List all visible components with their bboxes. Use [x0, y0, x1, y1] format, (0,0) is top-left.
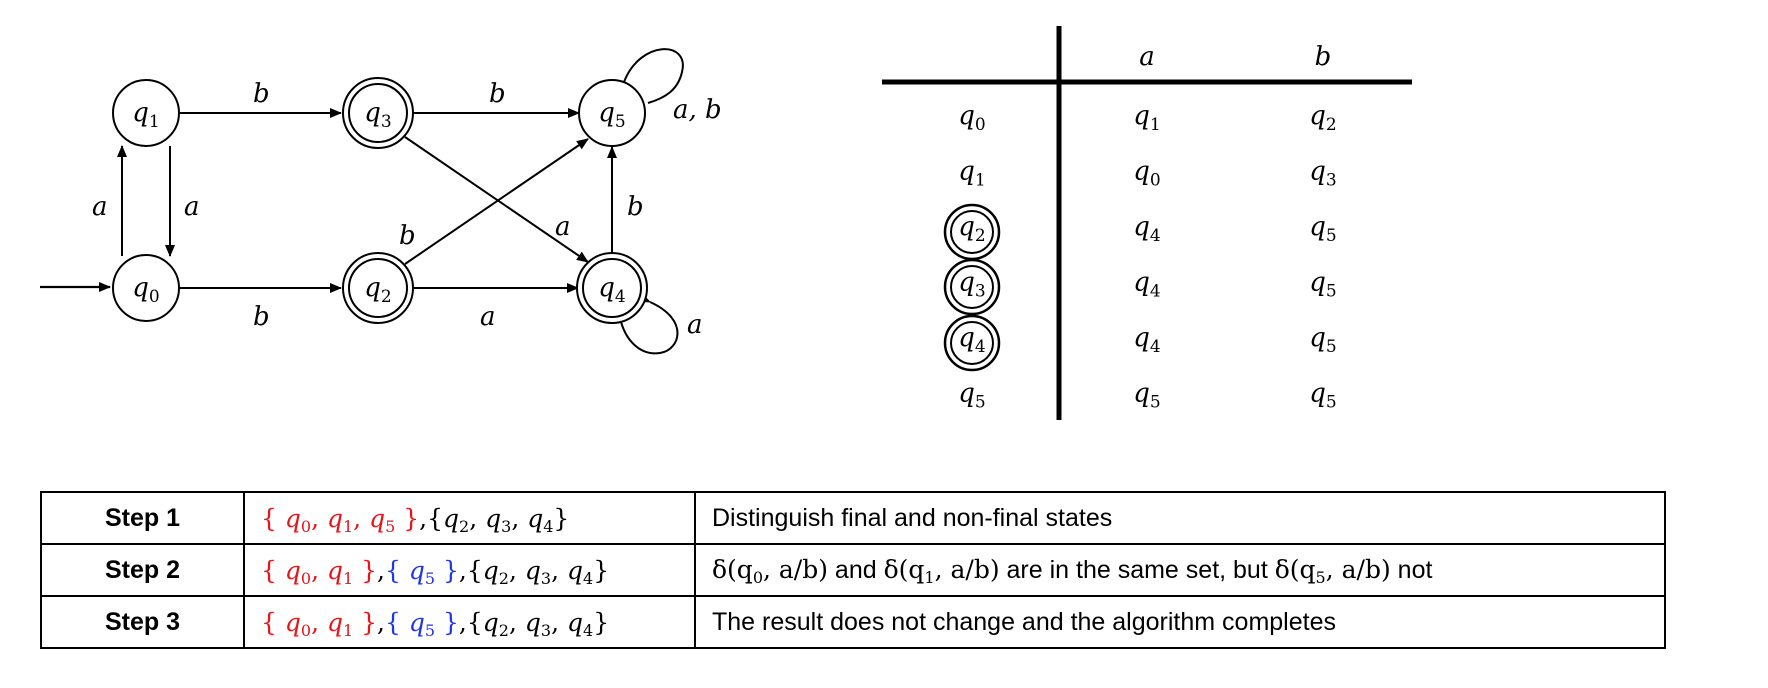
final-marker-q4: [943, 314, 1001, 372]
label-q0-q2: b: [253, 302, 270, 332]
step-description: δ(q0, a/b) and δ(q1, a/b) are in the sam…: [694, 543, 1666, 597]
step-name: Step 3: [40, 595, 245, 649]
label-q0-q1: a: [92, 192, 108, 222]
edge-q3-q4: [404, 136, 589, 263]
state-q3-final: q3: [342, 77, 414, 149]
table-cell-state: q4: [958, 323, 985, 357]
table-cell-a: q5: [1133, 379, 1160, 413]
transition-rows: q0 q1 q2 q1 q0 q3 q2 q4 q5 q3 q4 q5 q4 q4 q5 q5 q5 q5: [958, 101, 1336, 413]
label-q2-q5: b: [399, 221, 416, 251]
svg-text:q0: q0: [132, 273, 159, 307]
table-cell-a: q1: [1133, 101, 1160, 135]
table-cell-a: q4: [1133, 212, 1160, 246]
table-cell-b: q5: [1309, 379, 1336, 413]
svg-text:q4: q4: [598, 273, 625, 307]
delta-q5: δ(q5, a/b): [1274, 555, 1391, 587]
label-q3-q5: b: [489, 79, 506, 109]
table-header-a: a: [1139, 42, 1155, 72]
state-q1: q1: [112, 79, 180, 147]
delta-q1: δ(q1, a/b): [883, 555, 1000, 587]
table-cell-b: q5: [1309, 268, 1336, 302]
step-description: Distinguish final and non-final states: [694, 491, 1666, 545]
step-name: Step 1: [40, 491, 245, 545]
svg-text:q2: q2: [364, 273, 391, 307]
step-description: The result does not change and the algor…: [694, 595, 1666, 649]
table-cell-b: q3: [1309, 157, 1336, 191]
table-cell-a: q4: [1133, 268, 1160, 302]
table-row: Step 2 { q0, q1 },{ q5 },{q2, q3, q4} δ(…: [40, 543, 1666, 597]
minimization-steps-table: Step 1 { q0, q1, q5 },{q2, q3, q4} Disti…: [40, 491, 1666, 649]
step-partition: { q0, q1, q5 },{q2, q3, q4}: [243, 491, 696, 545]
step-name: Step 2: [40, 543, 245, 597]
table-header-b: b: [1315, 42, 1332, 72]
loop-q4: [619, 292, 679, 355]
step-partition: { q0, q1 },{ q5 },{q2, q3, q4}: [243, 543, 696, 597]
label-loop-q5: a, b: [673, 95, 720, 125]
table-cell-a: q0: [1133, 157, 1160, 191]
table-cell-a: q4: [1133, 323, 1160, 357]
state-q2-final: q2: [342, 252, 414, 324]
table-cell-b: q2: [1309, 101, 1336, 135]
label-q1-q3: b: [253, 79, 270, 109]
table-row: Step 1 { q0, q1, q5 },{q2, q3, q4} Disti…: [40, 491, 1666, 545]
table-cell-state: q3: [958, 268, 985, 302]
table-cell-state: q0: [958, 101, 985, 135]
table-cell-state: q1: [958, 157, 985, 191]
state-q5: q5: [578, 79, 646, 147]
table-row: Step 3 { q0, q1 },{ q5 },{q2, q3, q4} Th…: [40, 595, 1666, 649]
edge-q2-q5: [404, 138, 589, 265]
svg-text:q3: q3: [364, 98, 391, 132]
label-q4-q5: b: [627, 192, 644, 222]
delta-q0: δ(q0, a/b): [712, 555, 828, 587]
loop-q5: [615, 48, 684, 104]
dfa-diagram: b b a a b a b a b a, b a q1 q0 q3 q2 q5 …: [40, 48, 720, 355]
table-cell-state: q5: [958, 379, 985, 413]
table-cell-state: q2: [958, 212, 985, 246]
table-cell-b: q5: [1309, 323, 1336, 357]
state-q4-final: q4: [576, 252, 648, 324]
table-cell-b: q5: [1309, 212, 1336, 246]
final-marker-q3: [943, 258, 1001, 316]
label-loop-q4: a: [687, 310, 703, 340]
svg-text:q5: q5: [598, 98, 625, 132]
svg-text:q1: q1: [132, 98, 159, 132]
state-q0: q0: [112, 254, 180, 322]
label-q3-q4: a: [555, 212, 571, 242]
label-q1-q0: a: [184, 192, 200, 222]
final-marker-q2: [943, 203, 1001, 261]
label-q2-q4: a: [480, 302, 496, 332]
step-partition: { q0, q1 },{ q5 },{q2, q3, q4}: [243, 595, 696, 649]
